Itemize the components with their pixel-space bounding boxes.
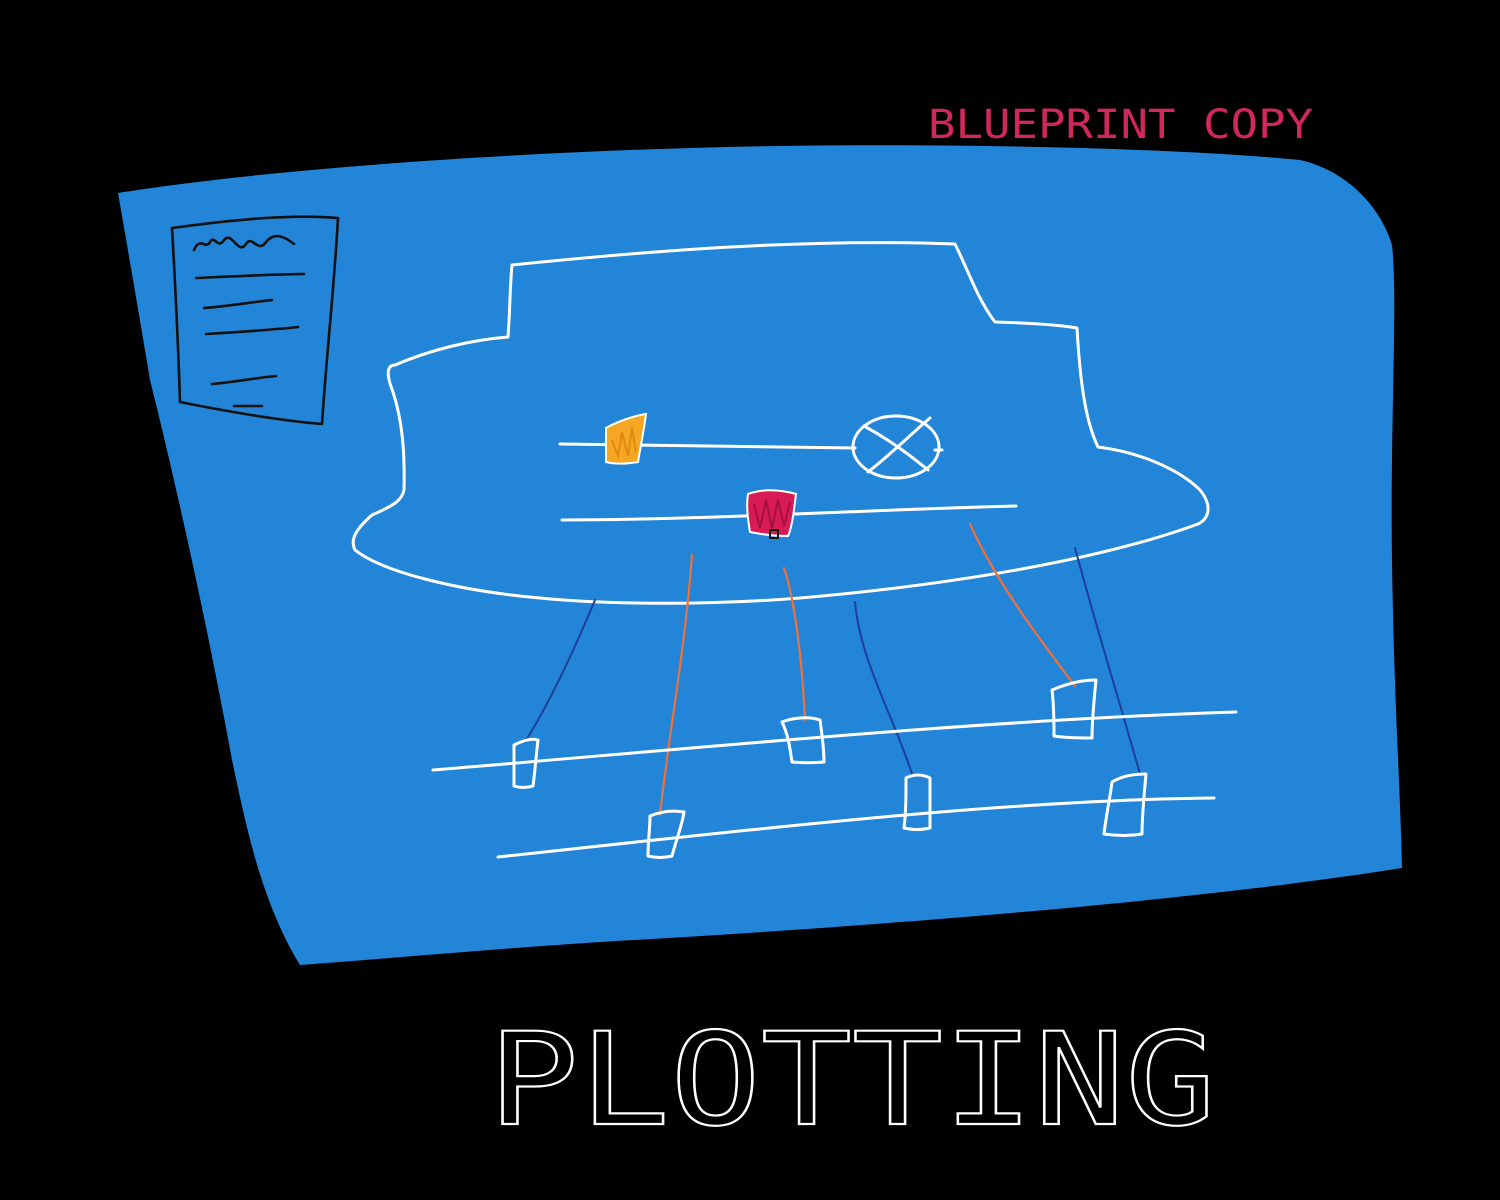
note-line-4 — [210, 374, 278, 386]
wire-orange-1 — [658, 553, 694, 817]
crossed-circle-icon — [851, 414, 941, 480]
wire-orange-3 — [968, 522, 1077, 688]
connector-box-4 — [902, 773, 932, 831]
blueprint-sheet — [118, 145, 1402, 965]
connector-box-6 — [1102, 772, 1148, 837]
connector-box-2 — [646, 809, 686, 859]
note-line-1 — [194, 272, 306, 280]
note-line-3 — [204, 325, 300, 336]
connector-box-5 — [1050, 678, 1098, 740]
wire-navy-1 — [524, 599, 596, 743]
orange-marker — [605, 412, 648, 465]
note-line-2 — [202, 298, 274, 310]
plotting-title: PLOTTING — [488, 1006, 1216, 1155]
rail-lower — [496, 796, 1216, 859]
plot-outline — [351, 241, 1210, 605]
document-note-icon — [170, 215, 340, 426]
blueprint-copy-label: BLUEPRINT COPY — [928, 102, 1313, 148]
note-signature-squiggle — [192, 234, 296, 252]
red-marker — [746, 489, 798, 539]
wire-orange-2 — [782, 566, 807, 722]
wire-navy-2 — [854, 601, 913, 775]
connector-box-1 — [512, 737, 540, 789]
wire-navy-3 — [1074, 547, 1141, 775]
upper-pipe-line — [558, 442, 857, 450]
rail-upper — [431, 710, 1238, 772]
connector-box-3 — [780, 716, 826, 765]
